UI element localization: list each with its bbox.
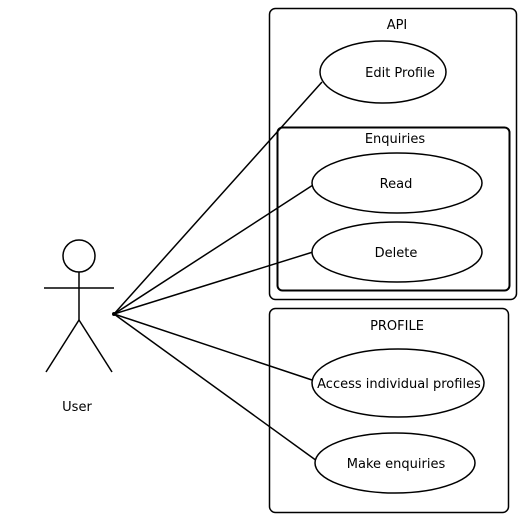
enquiries-boundary-title: Enquiries [365,132,426,147]
actor-user [44,239,114,373]
use-case-delete-ellipse [311,221,483,283]
association-delete [113,251,314,315]
association-edit-profile [113,81,323,315]
enquiries-boundary-frame [276,126,511,292]
use-case-edit-profile: Edit Profile [319,40,447,104]
use-case-edit-profile-label: Edit Profile [365,66,435,81]
profile-boundary: PROFILE [268,307,510,514]
actor-label: User [62,400,92,415]
use-case-make-enquiries-label: Make enquiries [347,457,446,472]
api-boundary-title: API [387,18,408,33]
use-case-make-enquiries: Make enquiries [314,432,476,494]
use-case-delete-label: Delete [375,246,418,261]
use-case-access-profiles: Access individual profiles [311,348,485,418]
use-case-access-profiles-label: Access individual profiles [317,377,481,392]
use-case-read-label: Read [380,177,413,192]
profile-boundary-frame [268,307,510,514]
association-access-profiles [113,313,316,382]
use-case-make-enquiries-ellipse [314,432,476,494]
api-boundary-frame [268,7,518,301]
use-case-access-profiles-ellipse [311,348,485,418]
enquiries-boundary: Enquiries [276,126,511,292]
association-origin-point [112,312,116,316]
use-case-edit-profile-ellipse [319,40,447,104]
use-case-read: Read [311,152,483,214]
actor-right-leg [78,319,113,373]
actor-left-leg [45,319,80,373]
api-boundary: API [268,7,518,301]
actor-head [62,239,96,273]
use-case-delete: Delete [311,221,483,283]
association-make-enquiries [113,313,318,462]
use-case-read-ellipse [311,152,483,214]
association-read [113,184,314,315]
associations [113,81,323,462]
profile-boundary-title: PROFILE [370,319,424,334]
